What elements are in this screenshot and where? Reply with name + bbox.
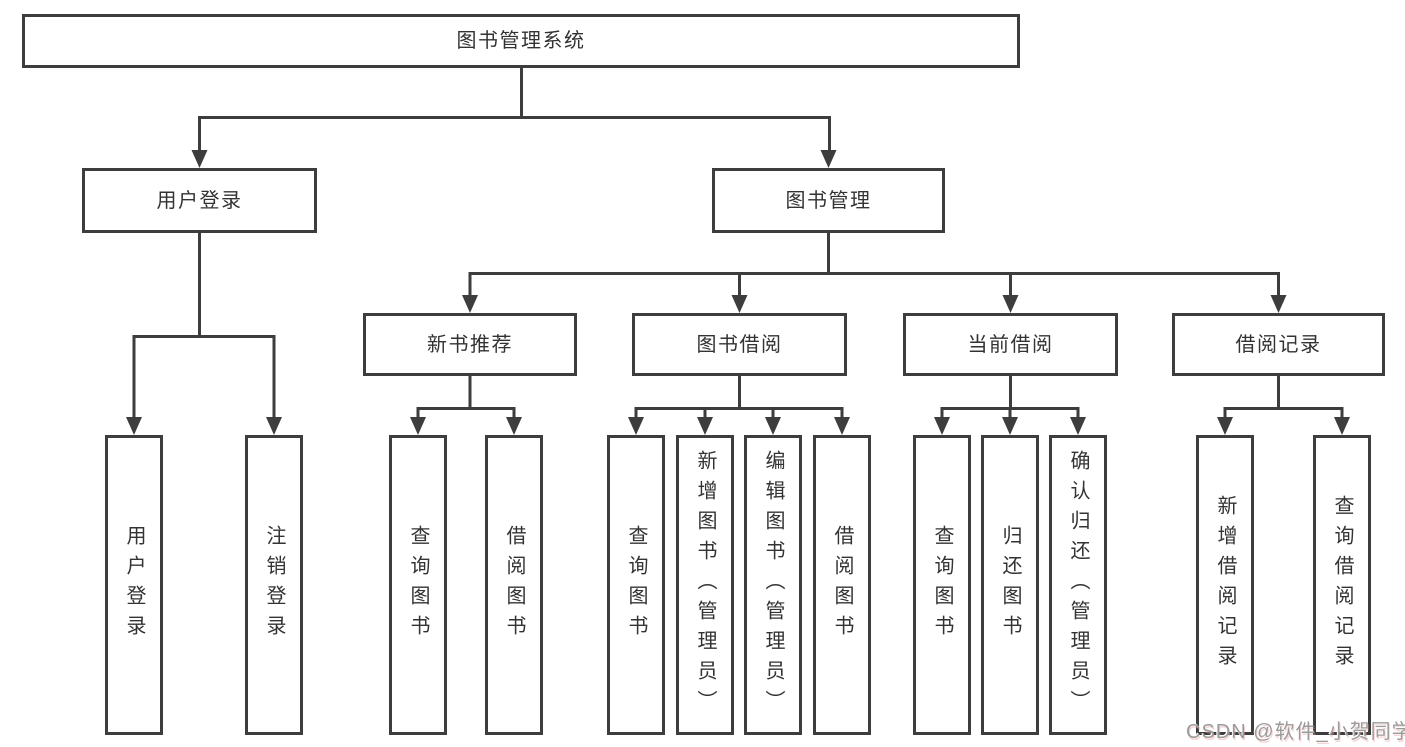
node-new-book-recommend-label: 新书推荐 [427,333,513,356]
leaf-borrow-books-recommend: 借阅图书 [485,435,543,735]
leaf-query-books-borrow: 查询图书 [607,435,665,735]
leaf-confirm-return-admin: 确认归还（管理员） [1049,435,1107,735]
node-book-management-label: 图书管理 [785,189,872,212]
leaf-query-books-recommend: 查询图书 [389,435,447,735]
node-borrow-records-label: 借阅记录 [1235,333,1322,356]
leaf-add-book-admin: 新增图书（管理员） [676,435,734,735]
node-new-book-recommend: 新书推荐 [363,313,577,376]
leaf-user-login: 用户登录 [105,435,163,735]
leaf-confirm-return-admin-label: 确认归还（管理员） [1067,450,1089,720]
leaf-edit-book-admin-label: 编辑图书（管理员） [762,450,784,720]
leaf-query-books-recommend-label: 查询图书 [407,525,429,645]
node-root: 图书管理系统 [22,14,1020,68]
leaf-add-borrow-record: 新增借阅记录 [1196,435,1254,735]
node-user-login-label: 用户登录 [156,189,243,212]
leaf-borrow-books-label: 借阅图书 [831,525,853,645]
connector-wires [132,68,1344,421]
leaf-query-borrow-record-label: 查询借阅记录 [1331,495,1353,675]
watermark: CSDN @软件_小贺同学 [1186,721,1405,743]
leaf-logout-label: 注销登录 [263,525,285,645]
leaf-return-book: 归还图书 [981,435,1039,735]
leaf-query-borrow-record: 查询借阅记录 [1313,435,1371,735]
node-user-login: 用户登录 [82,168,317,233]
leaf-query-books-borrow-label: 查询图书 [625,525,647,645]
leaf-query-books-current: 查询图书 [913,435,971,735]
node-current-borrow-label: 当前借阅 [967,333,1054,356]
node-book-borrow-label: 图书借阅 [696,333,783,356]
leaf-user-login-label: 用户登录 [123,525,145,645]
leaf-add-book-admin-label: 新增图书（管理员） [694,450,716,720]
leaf-borrow-books-recommend-label: 借阅图书 [503,525,525,645]
leaf-return-book-label: 归还图书 [999,525,1021,645]
leaf-logout: 注销登录 [245,435,303,735]
leaf-borrow-books: 借阅图书 [813,435,871,735]
node-book-management: 图书管理 [712,168,945,233]
leaf-query-books-current-label: 查询图书 [931,525,953,645]
node-book-borrow: 图书借阅 [632,313,847,376]
node-root-label: 图书管理系统 [456,30,586,52]
node-current-borrow: 当前借阅 [903,313,1118,376]
node-borrow-records: 借阅记录 [1172,313,1385,376]
leaf-add-borrow-record-label: 新增借阅记录 [1214,495,1236,675]
leaf-edit-book-admin: 编辑图书（管理员） [744,435,802,735]
